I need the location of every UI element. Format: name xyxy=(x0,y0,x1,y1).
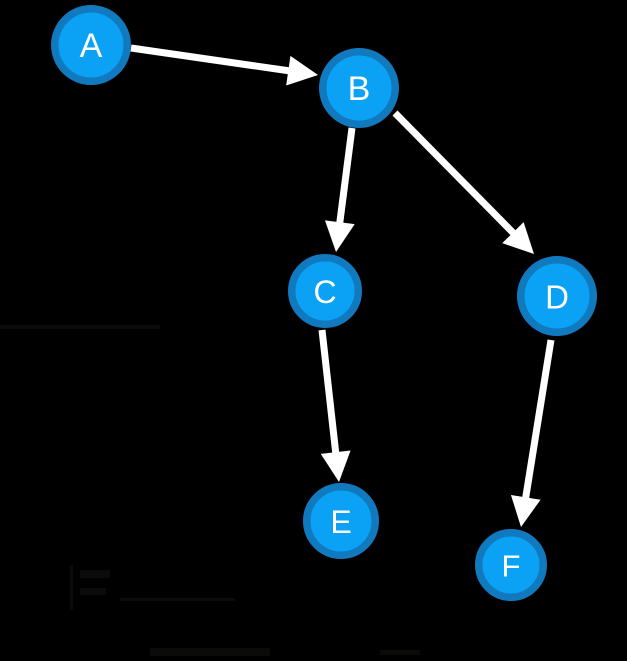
graph-node-c[interactable]: C xyxy=(288,254,362,328)
edge-shaft xyxy=(392,110,517,237)
edge-shaft xyxy=(130,44,291,75)
node-label: A xyxy=(80,27,103,65)
graph-edge[interactable] xyxy=(392,110,534,254)
node-circle xyxy=(475,529,547,601)
graph-edge[interactable] xyxy=(324,127,356,252)
edge-arrowhead-icon xyxy=(510,495,541,527)
node-circle xyxy=(288,254,362,328)
node-label: E xyxy=(330,504,351,540)
edge-arrowhead-icon xyxy=(286,55,318,86)
graph-node-b[interactable]: B xyxy=(319,48,399,128)
graph-node-f[interactable]: F xyxy=(475,529,547,601)
node-circle xyxy=(51,5,131,85)
node-label: D xyxy=(545,279,569,316)
edge-shaft xyxy=(336,127,356,225)
node-circle xyxy=(517,256,597,336)
node-label: B xyxy=(348,70,371,108)
graph-node-a[interactable]: A xyxy=(51,5,131,85)
graph-edge[interactable] xyxy=(318,329,351,482)
node-circle xyxy=(303,483,379,559)
edge-arrowhead-icon xyxy=(324,220,355,252)
edge-arrowhead-icon xyxy=(502,222,534,254)
graph-node-e[interactable]: E xyxy=(303,483,379,559)
node-label: F xyxy=(502,549,521,584)
graph-edge[interactable] xyxy=(510,339,555,527)
edge-shaft xyxy=(521,339,555,500)
graph-edge[interactable] xyxy=(130,44,318,86)
edge-shaft xyxy=(318,329,340,455)
edge-layer xyxy=(130,44,555,527)
node-label: C xyxy=(313,274,336,310)
node-circle xyxy=(319,48,399,128)
node-layer: A B C D E F xyxy=(51,5,597,601)
graph-node-d[interactable]: D xyxy=(517,256,597,336)
edge-arrowhead-icon xyxy=(320,450,351,482)
